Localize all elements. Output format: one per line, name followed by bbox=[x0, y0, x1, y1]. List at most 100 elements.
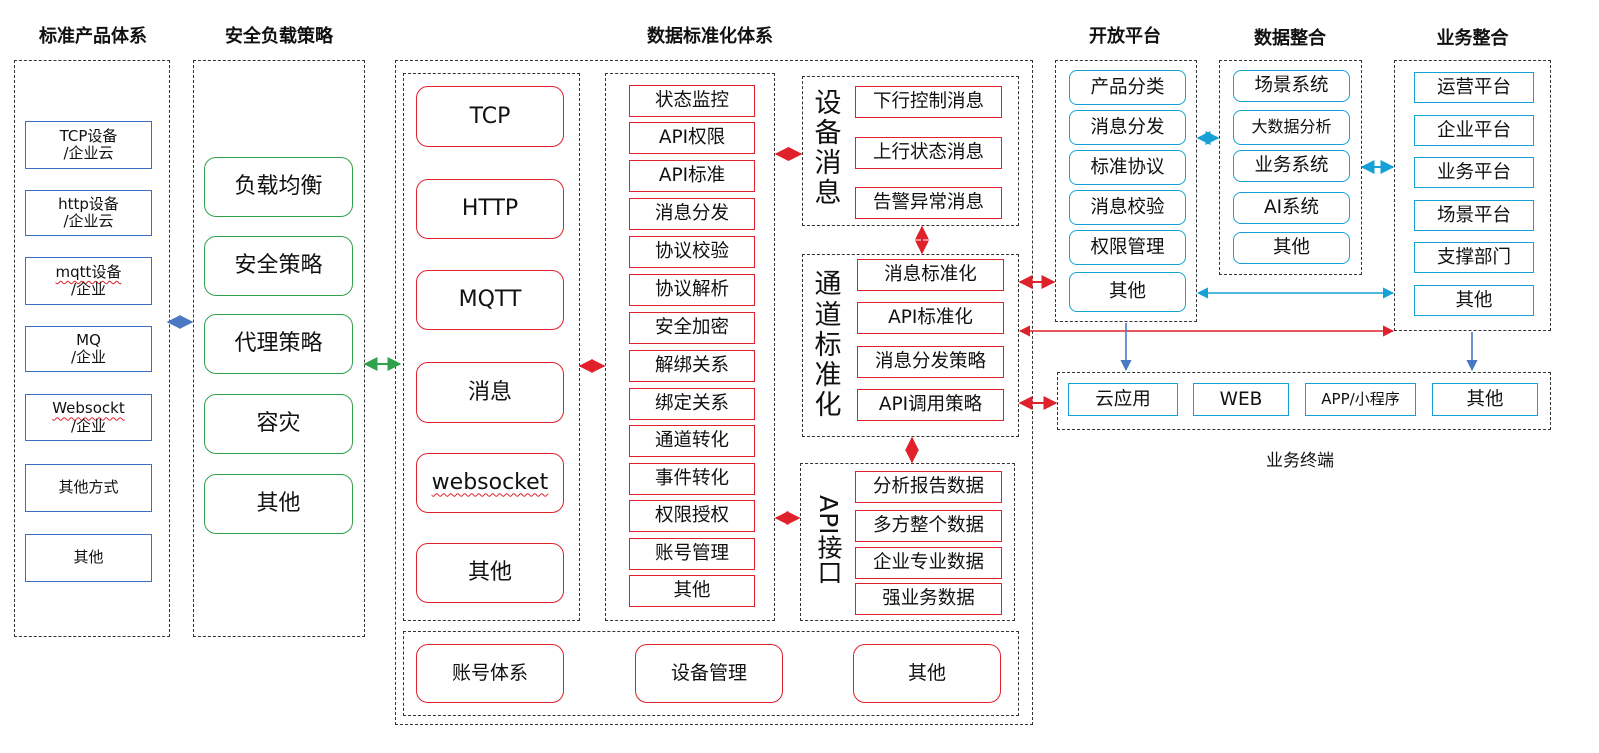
api-interface-label: API接口 bbox=[814, 495, 843, 585]
device-message-char: 息 bbox=[814, 178, 842, 210]
function-item: 安全加密 bbox=[629, 312, 755, 344]
channel-standardization-char: 标 bbox=[814, 329, 842, 361]
api-item-enterprise: 企业专业数据 bbox=[855, 547, 1002, 579]
product-item-line1: mqtt设备 bbox=[55, 262, 122, 281]
protocol-item-message: 消息 bbox=[416, 362, 564, 423]
device-message-item-downlink: 下行控制消息 bbox=[855, 86, 1002, 118]
business-item-business: 业务平台 bbox=[1414, 157, 1534, 188]
function-item: 事件转化 bbox=[629, 463, 755, 495]
business-integration-group bbox=[1394, 60, 1551, 331]
channel-standardization-group bbox=[802, 254, 1019, 437]
terminal-item-cloud-app: 云应用 bbox=[1068, 383, 1178, 416]
channel-item-api-call-policy: API调用策略 bbox=[857, 389, 1004, 421]
channel-standardization-char: 通 bbox=[814, 269, 842, 301]
product-item-line1: TCP设备 bbox=[59, 126, 118, 145]
product-item-line2: /企业云 bbox=[63, 212, 114, 230]
channel-item-message-standard: 消息标准化 bbox=[857, 259, 1004, 291]
business-item-other: 其他 bbox=[1414, 285, 1534, 316]
product-item-other-method: 其他方式 bbox=[25, 464, 152, 512]
open-item-standard-protocol: 标准协议 bbox=[1069, 150, 1186, 185]
api-item-multi-party: 多方整个数据 bbox=[855, 510, 1002, 542]
open-platform-group bbox=[1055, 60, 1197, 322]
business-item-operation: 运营平台 bbox=[1414, 72, 1534, 103]
open-item-permission: 权限管理 bbox=[1069, 230, 1186, 265]
protocol-item-mqtt: MQTT bbox=[416, 270, 564, 330]
function-item: 绑定关系 bbox=[629, 388, 755, 420]
protocol-item-other: 其他 bbox=[416, 543, 564, 603]
security-item-proxy-policy: 代理策略 bbox=[204, 314, 353, 374]
function-item: API权限 bbox=[629, 122, 755, 154]
security-item-other: 其他 bbox=[204, 474, 353, 534]
data-item-business-system: 业务系统 bbox=[1233, 150, 1350, 182]
terminal-item-web: WEB bbox=[1193, 383, 1289, 416]
data-item-scene-system: 场景系统 bbox=[1233, 70, 1350, 102]
security-item-disaster-recovery: 容灾 bbox=[204, 394, 353, 454]
protocol-item-http: HTTP bbox=[416, 179, 564, 239]
product-item-line1: Websockt bbox=[52, 399, 125, 418]
title-standard-products: 标准产品体系 bbox=[39, 26, 147, 47]
business-item-enterprise: 企业平台 bbox=[1414, 115, 1534, 146]
open-item-other: 其他 bbox=[1069, 272, 1186, 312]
title-data-integration: 数据整合 bbox=[1254, 28, 1326, 49]
api-interface-group bbox=[800, 463, 1015, 621]
product-item-other: 其他 bbox=[25, 534, 152, 582]
security-load-group bbox=[193, 60, 365, 637]
open-item-product-category: 产品分类 bbox=[1069, 70, 1186, 105]
open-item-message-dispatch: 消息分发 bbox=[1069, 110, 1186, 145]
product-item-tcp: TCP设备 /企业云 bbox=[25, 121, 152, 169]
product-item-line1: 其他 bbox=[73, 548, 104, 567]
channel-standardization-char: 准 bbox=[814, 360, 842, 392]
channel-item-dispatch-policy: 消息分发策略 bbox=[857, 346, 1004, 378]
bottom-item-device-management: 设备管理 bbox=[635, 644, 783, 703]
channel-standardization-label: 通 道 标 准 化 bbox=[808, 262, 848, 430]
protocol-item-websocket: websocket bbox=[416, 453, 564, 513]
product-item-line1: MQ bbox=[76, 330, 101, 349]
channel-standardization-char: 化 bbox=[814, 390, 842, 422]
product-item-line2: /企业云 bbox=[63, 144, 114, 162]
security-item-security-policy: 安全策略 bbox=[204, 236, 353, 296]
api-item-analysis-report: 分析报告数据 bbox=[855, 471, 1002, 503]
standard-products-group bbox=[14, 60, 170, 637]
functions-group bbox=[605, 73, 775, 621]
function-item: 通道转化 bbox=[629, 425, 755, 457]
function-item: 协议校验 bbox=[629, 236, 755, 268]
product-item-mq: MQ /企业 bbox=[25, 326, 152, 372]
api-item-strong-business: 强业务数据 bbox=[855, 583, 1002, 615]
title-business-integration: 业务整合 bbox=[1436, 28, 1509, 49]
product-item-line1: 其他方式 bbox=[58, 478, 119, 497]
function-item: 协议解析 bbox=[629, 274, 755, 306]
open-item-message-check: 消息校验 bbox=[1069, 190, 1186, 225]
device-message-char: 消 bbox=[814, 148, 842, 179]
bottom-item-account-system: 账号体系 bbox=[416, 644, 564, 703]
function-item: 权限授权 bbox=[629, 500, 755, 532]
title-open-platform: 开放平台 bbox=[1089, 26, 1161, 47]
terminal-item-app: APP/小程序 bbox=[1305, 383, 1416, 416]
function-item: 其他 bbox=[629, 575, 755, 607]
product-item-line1: http设备 bbox=[58, 194, 119, 213]
data-standardization-group bbox=[395, 60, 1033, 725]
bottom-item-other: 其他 bbox=[853, 644, 1001, 703]
title-security-load: 安全负载策略 bbox=[225, 26, 333, 47]
product-item-websockt: Websockt /企业 bbox=[25, 394, 152, 441]
function-item: 解绑关系 bbox=[629, 350, 755, 382]
data-item-big-data: 大数据分析 bbox=[1233, 110, 1350, 145]
business-terminal-caption: 业务终端 bbox=[1266, 451, 1334, 471]
channel-standardization-char: 道 bbox=[814, 299, 842, 331]
device-message-label: 设 备 消 息 bbox=[808, 84, 848, 214]
data-item-other: 其他 bbox=[1233, 232, 1350, 264]
product-item-http: http设备 /企业云 bbox=[25, 190, 152, 236]
protocol-item-tcp: TCP bbox=[416, 86, 564, 147]
title-data-standardization: 数据标准化体系 bbox=[647, 26, 773, 47]
device-message-item-uplink: 上行状态消息 bbox=[855, 137, 1002, 169]
terminal-item-other: 其他 bbox=[1432, 383, 1538, 416]
device-message-item-alarm: 告警异常消息 bbox=[855, 187, 1002, 219]
security-item-load-balance: 负载均衡 bbox=[204, 157, 353, 217]
product-item-line2: /企业 bbox=[70, 348, 107, 366]
business-item-scene: 场景平台 bbox=[1414, 200, 1534, 231]
protocols-group bbox=[403, 73, 580, 621]
function-item: 消息分发 bbox=[629, 198, 755, 230]
device-message-char: 备 bbox=[814, 117, 842, 149]
product-item-line2: /企业 bbox=[70, 416, 107, 435]
device-message-group bbox=[802, 76, 1019, 226]
